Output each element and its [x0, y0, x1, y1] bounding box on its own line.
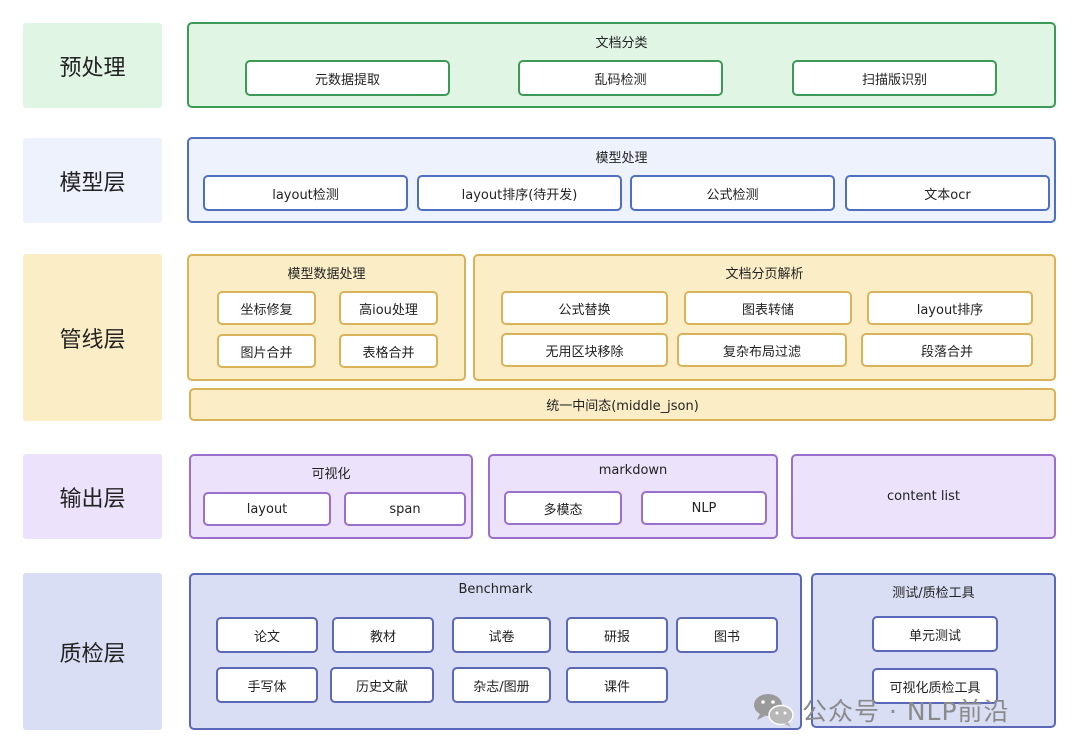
pipeline-model-data-title: 模型数据处理	[287, 267, 366, 282]
qa-item-paper: 论文	[216, 617, 318, 653]
model-item-layout-detect: layout检测	[203, 175, 408, 211]
watermark: 公众号 · NLP前沿	[752, 688, 1010, 732]
qa-item-report: 研报	[566, 617, 668, 653]
pipeline-item-coord-fix: 坐标修复	[217, 291, 316, 325]
output-item-layout: layout	[203, 492, 331, 526]
qa-item-historical: 历史文献	[330, 667, 434, 703]
preprocess-frame: 文档分类 元数据提取 乱码检测 扫描版识别	[187, 22, 1056, 108]
pipeline-item-chart-dump: 图表转储	[684, 291, 852, 325]
layer-label-output: 输出层	[23, 454, 162, 539]
pipeline-item-paragraph-merge: 段落合并	[861, 333, 1033, 367]
output-markdown-title: markdown	[598, 463, 668, 478]
pipeline-item-image-merge: 图片合并	[217, 334, 316, 368]
watermark-text: 公众号 · NLP前沿	[802, 697, 1010, 726]
pipeline-item-block-remove: 无用区块移除	[501, 333, 668, 367]
layer-label-model: 模型层	[23, 138, 162, 223]
wechat-icon	[754, 694, 794, 727]
model-item-ocr: 文本ocr	[845, 175, 1050, 211]
output-item-span: span	[344, 492, 466, 526]
preprocess-item-scan: 扫描版识别	[792, 60, 997, 96]
pipeline-item-table-merge: 表格合并	[339, 334, 438, 368]
model-item-formula-detect: 公式检测	[630, 175, 835, 211]
qa-item-courseware: 课件	[566, 667, 668, 703]
layer-label-preprocess: 预处理	[23, 23, 162, 108]
model-title: 模型处理	[595, 151, 648, 166]
layer-label-pipeline: 管线层	[23, 254, 162, 421]
model-item-layout-sort: layout排序(待开发)	[417, 175, 622, 211]
qa-item-unit-test: 单元测试	[872, 616, 998, 652]
preprocess-title: 文档分类	[595, 36, 648, 51]
qa-benchmark-title: Benchmark	[458, 582, 533, 597]
output-content-list: content list	[791, 454, 1056, 539]
pipeline-paging-title: 文档分页解析	[725, 267, 804, 282]
qa-item-exam: 试卷	[452, 617, 551, 653]
qa-benchmark-frame: Benchmark 论文 教材 试卷 研报 图书 手写体 历史文献 杂志/图册 …	[189, 573, 802, 730]
qa-tools-frame: 测试/质检工具 单元测试 可视化质检工具	[811, 573, 1056, 728]
preprocess-item-garbled: 乱码检测	[518, 60, 723, 96]
qa-item-book: 图书	[676, 617, 778, 653]
pipeline-item-layout-filter: 复杂布局过滤	[677, 333, 847, 367]
preprocess-item-metadata: 元数据提取	[245, 60, 450, 96]
qa-item-magazine: 杂志/图册	[452, 667, 551, 703]
layer-label-qa: 质检层	[23, 573, 162, 730]
qa-item-visual-qa: 可视化质检工具	[872, 668, 998, 704]
output-markdown-frame: markdown 多模态 NLP	[488, 454, 778, 539]
qa-item-handwriting: 手写体	[216, 667, 318, 703]
output-item-nlp: NLP	[641, 491, 767, 525]
pipeline-item-iou: 高iou处理	[339, 291, 438, 325]
pipeline-model-data-frame: 模型数据处理 坐标修复 高iou处理 图片合并 表格合并	[187, 254, 466, 381]
pipeline-item-layout-sort: layout排序	[867, 291, 1033, 325]
model-frame: 模型处理 layout检测 layout排序(待开发) 公式检测 文本ocr	[187, 137, 1056, 223]
pipeline-paging-frame: 文档分页解析 公式替换 图表转储 layout排序 无用区块移除 复杂布局过滤 …	[473, 254, 1056, 381]
output-visual-frame: 可视化 layout span	[189, 454, 473, 539]
pipeline-middle-json: 统一中间态(middle_json)	[189, 388, 1056, 421]
qa-item-textbook: 教材	[332, 617, 434, 653]
output-visual-title: 可视化	[311, 467, 351, 482]
qa-tools-title: 测试/质检工具	[892, 586, 975, 601]
output-item-multimodal: 多模态	[504, 491, 622, 525]
pipeline-item-formula-replace: 公式替换	[501, 291, 668, 325]
